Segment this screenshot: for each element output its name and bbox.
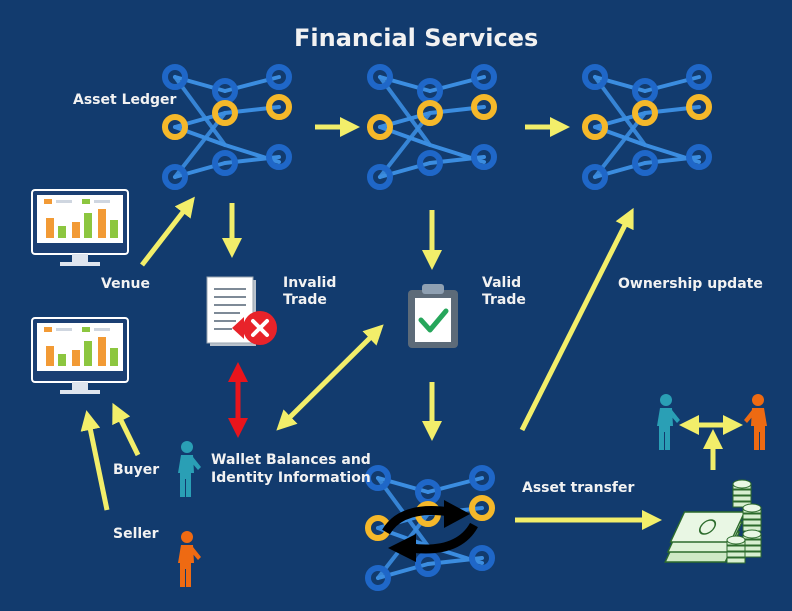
- buyer-label: Buyer: [113, 462, 160, 478]
- clipboard-check-icon: [408, 284, 458, 348]
- asset-ledger-label: Asset Ledger: [73, 92, 177, 108]
- asset-ledger-1: [165, 67, 289, 187]
- seller-person-icon: [178, 531, 201, 587]
- asset-transfer-label: Asset transfer: [522, 480, 635, 496]
- venue-monitor-icon: [31, 189, 129, 267]
- seller-person-icon-right: [744, 394, 767, 450]
- wallet-label-line2: Identity Information: [211, 470, 371, 486]
- ownership-update-label: Ownership update: [618, 276, 763, 292]
- arrow-seller-to-monitor: [80, 410, 110, 511]
- exchange-arrows-icon: [382, 500, 478, 562]
- wallet-label-line1: Wallet Balances and: [211, 452, 371, 468]
- arrow-wallet-valid: [276, 324, 384, 431]
- asset-ledger-3: [585, 67, 709, 187]
- buyer-seller-monitor-icon: [31, 317, 129, 395]
- arrow-venue-to-ledger: [140, 196, 195, 267]
- valid-trade-label: Valid Trade: [482, 275, 526, 308]
- diagram-title: Financial Services: [294, 24, 539, 52]
- money-stack-icon: [664, 479, 762, 564]
- invalid-trade-label: Invalid Trade: [283, 275, 337, 308]
- asset-ledger-2: [370, 67, 494, 187]
- rejected-document-icon: [206, 276, 277, 346]
- arrow-ownership-update: [519, 207, 634, 432]
- seller-label: Seller: [113, 526, 159, 542]
- venue-label: Venue: [101, 276, 150, 292]
- buyer-person-icon-right: [657, 394, 680, 450]
- arrow-buyer-to-monitor: [112, 402, 141, 457]
- buyer-person-icon: [178, 441, 201, 497]
